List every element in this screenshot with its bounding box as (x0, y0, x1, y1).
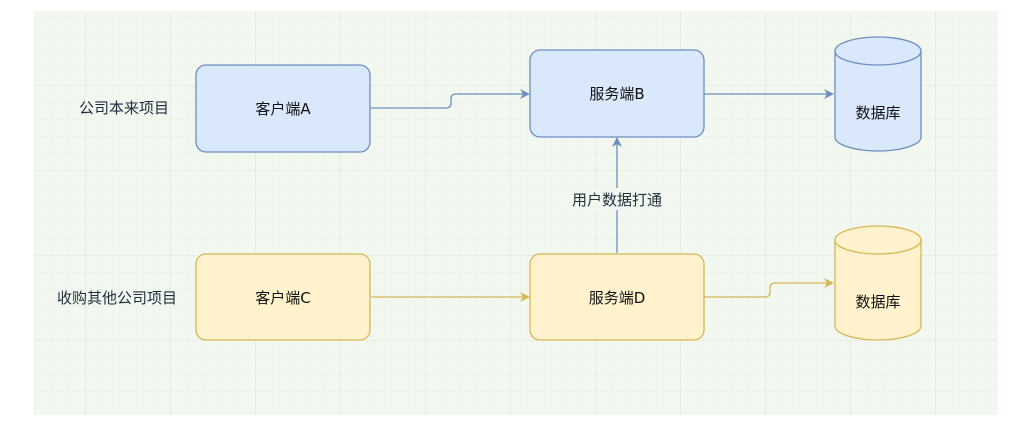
server-b-label: 服务端B (589, 85, 644, 103)
node-server-b[interactable]: 服务端B (529, 49, 705, 138)
client-c-box (195, 253, 371, 341)
server-b-box (529, 49, 705, 138)
db-bottom-cylinder-body (834, 240, 922, 341)
row-label-top: 公司本来项目 (79, 99, 169, 117)
node-client-a[interactable]: 客户端A (195, 64, 371, 153)
server-d-box (529, 253, 705, 341)
client-c-label: 客户端C (255, 289, 310, 307)
client-a-label: 客户端A (255, 100, 311, 118)
edge-label-sync: 用户数据打通 (572, 191, 662, 209)
row-label-bottom: 收购其他公司项目 (57, 289, 177, 307)
db-top-cylinder-body (834, 51, 922, 152)
db-bottom-label: 数据库 (855, 293, 900, 311)
node-db-bottom[interactable]: 数据库 (834, 225, 922, 341)
node-db-top[interactable]: 数据库 (834, 36, 922, 152)
edge-server-d-to-db-bottom[interactable] (704, 278, 834, 298)
edge-label-background (560, 188, 674, 210)
edge-client-a-to-server-b[interactable] (371, 89, 530, 109)
node-client-c[interactable]: 客户端C (195, 253, 371, 341)
client-a-box (195, 64, 371, 153)
db-bottom-cylinder-cap (834, 225, 922, 255)
db-top-cylinder-cap (834, 36, 922, 66)
node-server-d[interactable]: 服务端D (529, 253, 705, 341)
server-d-label: 服务端D (589, 289, 646, 307)
db-top-label: 数据库 (855, 104, 900, 122)
